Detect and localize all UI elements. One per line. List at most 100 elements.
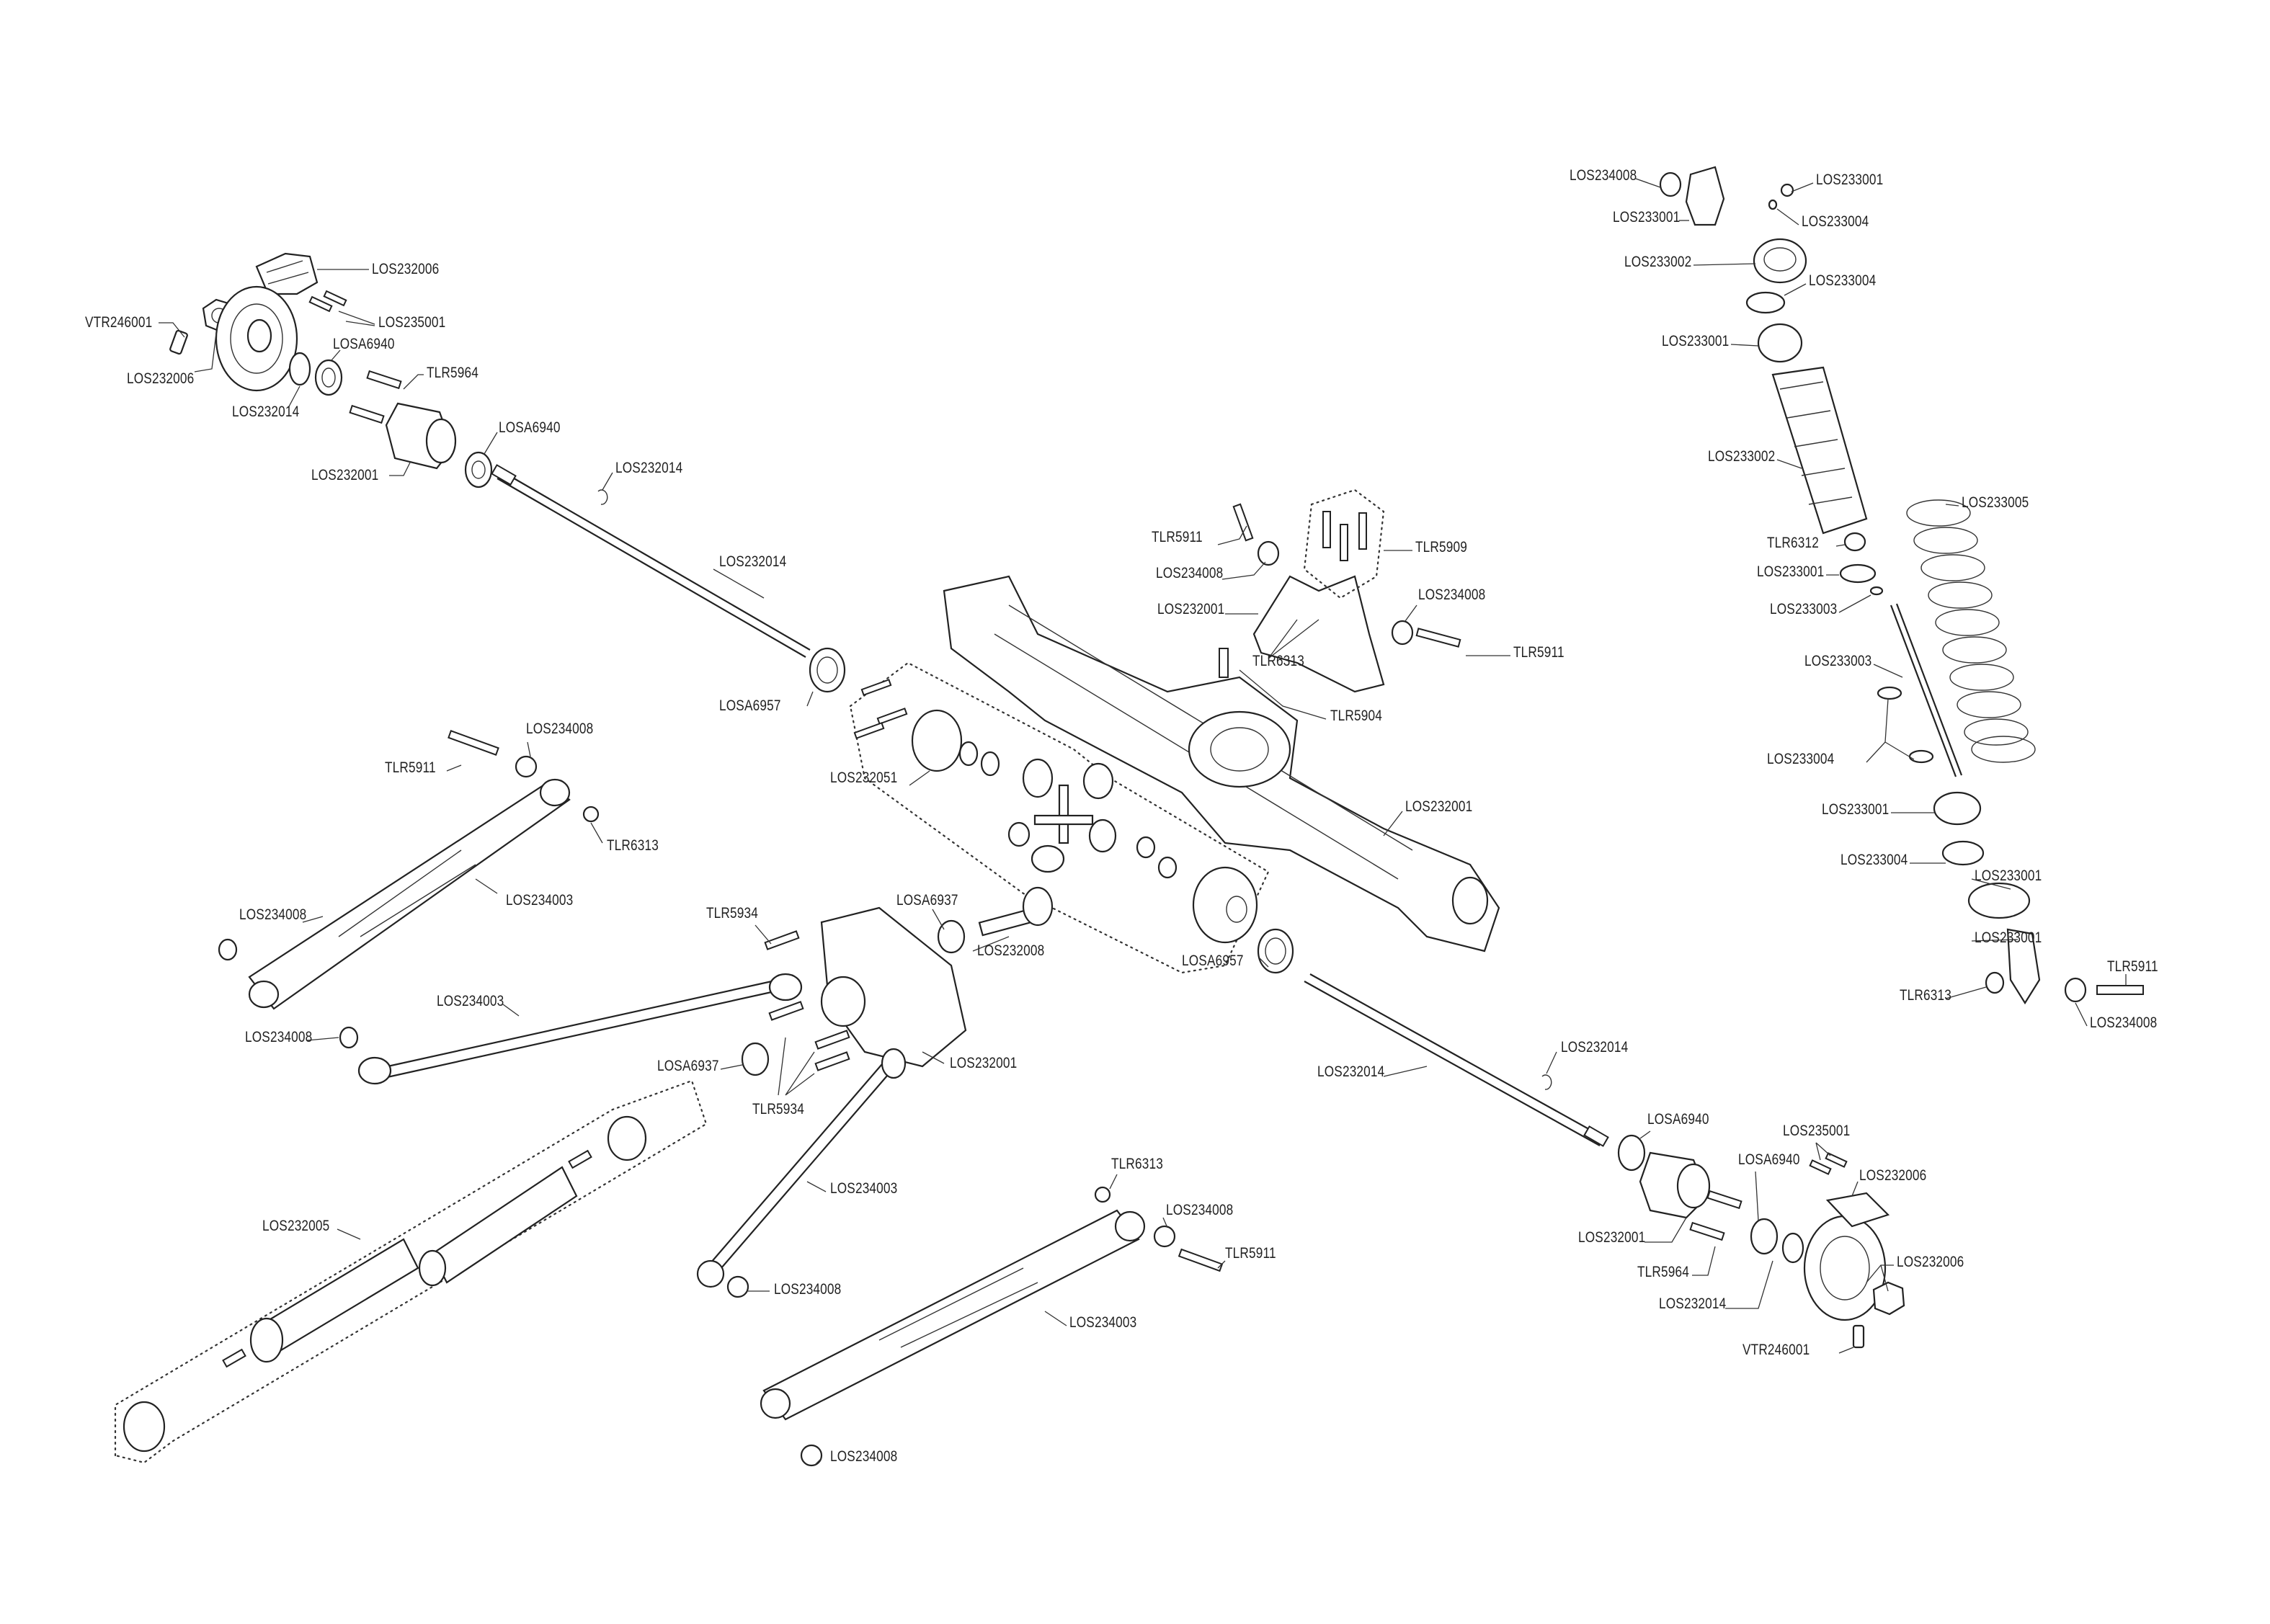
shock-spring [1906,499,2036,763]
part-label-tlr6313: TLR6313 [1900,987,1951,1004]
part-label-los233001: LOS233001 [1822,801,1890,818]
left-inner-bearing [464,451,493,488]
part-label-los232006: LOS232006 [372,261,440,277]
part-label-los232014: LOS232014 [1317,1063,1385,1080]
part-label-los233002: LOS233002 [1624,254,1692,270]
part-label-los232001: LOS232001 [1578,1229,1646,1246]
axle-housing [943,575,1500,952]
part-label-los233003: LOS233003 [1804,653,1872,669]
part-label-los234003: LOS234003 [830,1180,898,1197]
part-label-tlr6313: TLR6313 [1111,1156,1163,1172]
part-label-los232006: LOS232006 [127,370,195,387]
part-label-los234003: LOS234003 [1069,1314,1137,1331]
part-label-los234008: LOS234008 [245,1029,313,1045]
pinion-housing [741,886,1054,1076]
part-label-tlr5909: TLR5909 [1415,539,1467,556]
part-label-los234003: LOS234003 [506,892,574,909]
part-label-los233001: LOS233001 [1975,929,2042,946]
part-label-losa6957: LOSA6957 [719,697,781,714]
part-label-losa6957: LOSA6957 [1182,952,1244,969]
part-label-tlr5911: TLR5911 [1225,1245,1276,1262]
part-label-losa6937: LOSA6937 [657,1058,719,1074]
left-brake-disc [215,285,298,392]
lower-right-lower-arm [760,1186,1224,1467]
part-label-tlr6312: TLR6312 [1767,535,1819,551]
part-label-los233001: LOS233001 [1816,171,1884,188]
part-label-tlr5904: TLR5904 [1330,708,1382,724]
part-label-los234008: LOS234008 [2090,1014,2158,1031]
part-label-tlr6313: TLR6313 [607,837,659,854]
upper-link [339,973,803,1085]
upper-link-mount [1219,488,1461,693]
part-label-los233003: LOS233003 [1770,601,1838,617]
part-label-los234008: LOS234008 [830,1448,898,1465]
part-label-los232014: LOS232014 [232,403,300,420]
part-label-losa6937: LOSA6937 [896,892,958,909]
upper-left-lower-arm [218,730,600,1010]
part-label-los233001: LOS233001 [1662,333,1730,349]
part-label-los232001: LOS232001 [1157,601,1225,617]
leader-lines [159,178,2127,1466]
part-label-tlr5911: TLR5911 [1513,644,1564,661]
part-label-los233004: LOS233004 [1767,751,1835,767]
part-label-los232006: LOS232006 [1897,1254,1964,1270]
part-label-los234008: LOS234008 [239,906,307,923]
part-label-losa6940: LOSA6940 [1647,1111,1709,1128]
part-label-los232051: LOS232051 [830,769,898,786]
part-label-los233001: LOS233001 [1613,209,1681,226]
drive-shaft-group [114,1079,708,1464]
part-label-los234008: LOS234008 [1156,565,1224,581]
part-label-los233002: LOS233002 [1708,448,1776,465]
part-label-tlr5964: TLR5964 [427,365,479,381]
right-hub-assembly [1617,1134,1905,1349]
part-label-los233005: LOS233005 [1962,494,2029,511]
part-label-los233001: LOS233001 [1757,563,1825,580]
part-label-los232001: LOS232001 [1405,798,1473,815]
part-label-tlr5934: TLR5934 [752,1101,804,1117]
left-bearing-losa6957 [809,647,846,693]
part-label-tlr5934: TLR5934 [706,905,758,922]
part-label-los235001: LOS235001 [378,314,446,331]
part-label-los234008: LOS234008 [1570,167,1637,184]
part-label-los232014: LOS232014 [615,460,683,476]
part-label-vtr246001: VTR246001 [85,314,153,331]
part-label-los232005: LOS232005 [262,1218,330,1234]
left-axle-shaft [491,464,811,658]
part-label-los232008: LOS232008 [977,942,1045,959]
left-axle-bolt [169,329,188,355]
part-label-losa6940: LOSA6940 [333,336,395,352]
part-label-tlr5964: TLR5964 [1637,1264,1689,1280]
part-label-los234008: LOS234008 [1418,586,1486,603]
part-label-losa6940: LOSA6940 [499,419,561,436]
part-label-los233001: LOS233001 [1975,867,2042,884]
part-label-los233004: LOS233004 [1802,213,1869,230]
part-label-tlr5911: TLR5911 [2107,958,2158,975]
part-label-los232014: LOS232014 [1659,1295,1727,1312]
part-label-los234008: LOS234008 [1166,1202,1234,1218]
differential-group [849,661,1270,974]
part-label-los232001: LOS232001 [950,1055,1018,1071]
part-label-los234008: LOS234008 [526,720,594,737]
right-bearing-losa6957 [1257,928,1294,974]
part-label-tlr5911: TLR5911 [1152,529,1203,545]
part-label-los234003: LOS234003 [437,993,504,1009]
part-label-los232014: LOS232014 [719,553,787,570]
part-label-tlr5911: TLR5911 [385,759,436,776]
part-label-los232001: LOS232001 [311,467,379,483]
part-label-tlr6313: TLR6313 [1252,653,1304,669]
part-label-los233004: LOS233004 [1841,852,1908,868]
left-screws-pair [308,290,347,313]
shock-assembly [1659,166,2144,1005]
right-axle-shaft [1304,973,1609,1147]
left-bolts-tlr5964 [349,370,402,424]
part-label-los234008: LOS234008 [774,1281,842,1298]
left-outer-bearings [288,352,343,396]
part-label-los232006: LOS232006 [1859,1167,1927,1184]
part-label-los232014: LOS232014 [1561,1039,1629,1056]
part-label-losa6940: LOSA6940 [1738,1151,1800,1168]
part-label-los235001: LOS235001 [1783,1123,1851,1139]
part-label-los233004: LOS233004 [1809,272,1877,289]
left-hub-carrier [385,402,457,470]
